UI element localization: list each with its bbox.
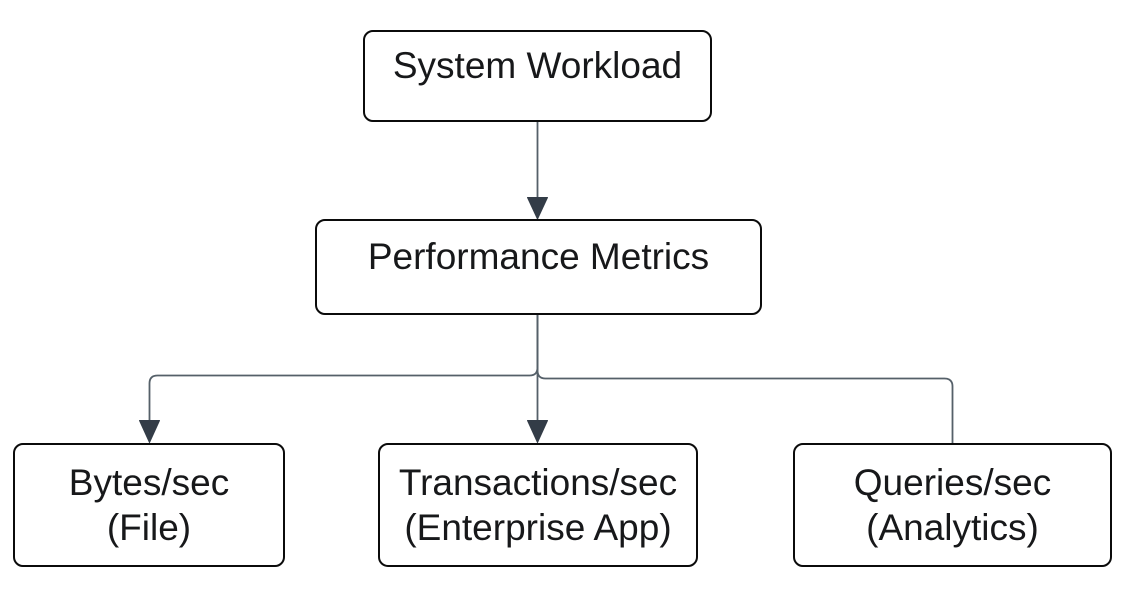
arrowhead-icon xyxy=(527,197,548,220)
arrowhead-icon xyxy=(139,420,160,443)
node-label: Queries/sec xyxy=(853,462,1052,503)
node-system-workload: System Workload xyxy=(363,30,712,122)
edge-performance-to-bytes xyxy=(148,314,539,421)
node-label: Performance Metrics xyxy=(367,235,710,277)
node-label: Transactions/sec xyxy=(398,462,678,503)
node-label: System Workload xyxy=(392,44,683,86)
arrowhead-icon xyxy=(527,420,548,443)
node-transactions-sec: Transactions/sec (Enterprise App) xyxy=(378,443,698,567)
node-sublabel: (Enterprise App) xyxy=(404,507,672,548)
node-performance-metrics: Performance Metrics xyxy=(315,219,762,315)
node-queries-sec: Queries/sec (Analytics) xyxy=(793,443,1112,567)
node-sublabel: (Analytics) xyxy=(866,507,1039,548)
node-label: Bytes/sec xyxy=(68,462,230,503)
node-bytes-sec: Bytes/sec (File) xyxy=(13,443,285,567)
node-sublabel: (File) xyxy=(106,507,192,548)
edge-performance-to-queries xyxy=(536,314,954,443)
